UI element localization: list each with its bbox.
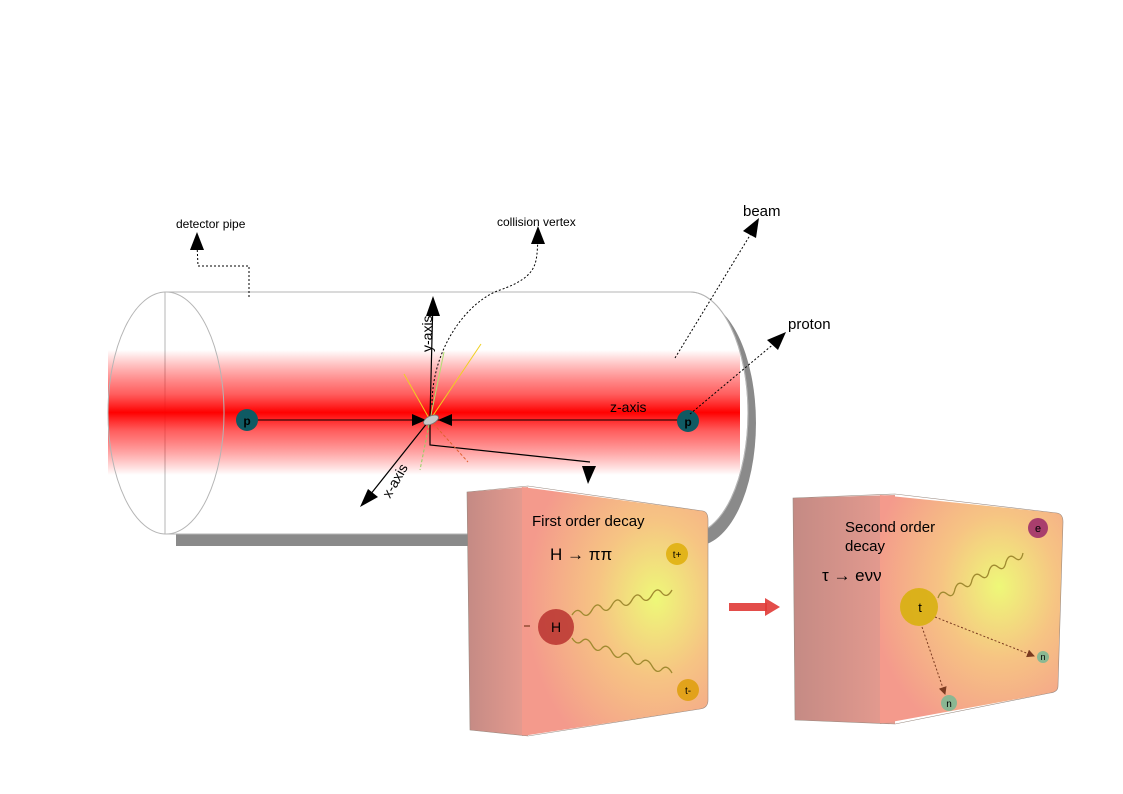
x-axis-arrowhead — [360, 489, 378, 507]
first-box-front — [522, 487, 708, 736]
tau-minus-label: t- — [685, 686, 691, 697]
beam-band — [108, 350, 740, 475]
beam-arrow-right — [438, 414, 452, 426]
second-order-decay-box: Second order decay τ → eνν t e n n — [792, 493, 1064, 725]
beam-leader — [674, 231, 753, 359]
proton-left-label: p — [243, 414, 250, 428]
higgs-label: H — [551, 619, 561, 635]
neutrino-bottom-particle: n — [941, 695, 957, 711]
first-box-equation: H → ππ — [550, 545, 612, 564]
proton-left: p — [236, 409, 258, 431]
second-box-outline — [792, 493, 1064, 725]
beam-arrow-left — [412, 414, 426, 426]
pipe-left-end — [107, 291, 225, 535]
tau-to-neutrino-right — [934, 616, 1035, 658]
y-axis-label: y-axis — [419, 315, 435, 352]
beam-arrowhead — [743, 218, 759, 238]
proton-right-label: p — [684, 415, 691, 429]
electron-label: e — [1035, 523, 1041, 535]
electron-particle: e — [1028, 518, 1048, 538]
second-box-side — [793, 495, 895, 724]
proton-leader — [689, 341, 777, 415]
z-axis-arrowhead — [582, 466, 596, 484]
beam-label: beam — [743, 203, 781, 220]
collision-vertex-label: collision vertex — [497, 215, 576, 229]
first-order-decay-box: First order decay H → ππ H t+ t- — [466, 485, 709, 737]
x-axis-line — [365, 421, 429, 501]
detector-pipe-label: detector pipe — [176, 217, 246, 231]
coordinate-axes — [360, 296, 596, 507]
second-box-equation: τ → eνν — [822, 566, 882, 585]
higgs-to-tau-plus-wave — [571, 589, 673, 617]
first-box-title: First order decay — [532, 513, 645, 530]
collision-sparks — [403, 343, 482, 471]
collision-vertex-arrowhead — [531, 226, 545, 244]
tau-plus-label: t+ — [673, 550, 682, 561]
tau-minus-particle: t- — [677, 679, 699, 701]
detector-pipe — [107, 291, 756, 546]
first-box-outline — [466, 485, 709, 737]
collision-vertex-leader — [431, 239, 539, 406]
tau-plus-particle: t+ — [666, 543, 688, 565]
neutrino-right-label: n — [1040, 652, 1045, 662]
higgs-particle: H — [538, 609, 574, 645]
collision-point — [423, 414, 439, 426]
proton-label: proton — [788, 316, 831, 333]
tau-particle: t — [900, 588, 938, 626]
higgs-to-tau-minus-wave — [571, 637, 673, 674]
second-box-title-line2: decay — [845, 538, 886, 555]
detector-pipe-arrowhead — [190, 232, 204, 250]
first-box-side — [467, 487, 528, 736]
y-axis-line — [429, 297, 434, 419]
neutrino-bottom-label: n — [946, 699, 952, 710]
proton-right: p — [677, 410, 699, 432]
tau-to-electron-wave — [937, 552, 1024, 599]
neutrino-right-particle: n — [1037, 651, 1049, 663]
decay-chain-arrow — [729, 598, 780, 616]
second-box-title-line1: Second order — [845, 519, 935, 536]
z-axis-label: z-axis — [610, 399, 647, 415]
pipe-right-cap — [689, 291, 749, 535]
z-axis-line — [429, 420, 591, 463]
second-box-front — [880, 495, 1063, 724]
detector-pipe-leader — [196, 243, 250, 297]
tau-label: t — [918, 600, 922, 615]
y-axis-arrowhead — [426, 296, 440, 316]
proton-arrowhead — [767, 332, 786, 350]
